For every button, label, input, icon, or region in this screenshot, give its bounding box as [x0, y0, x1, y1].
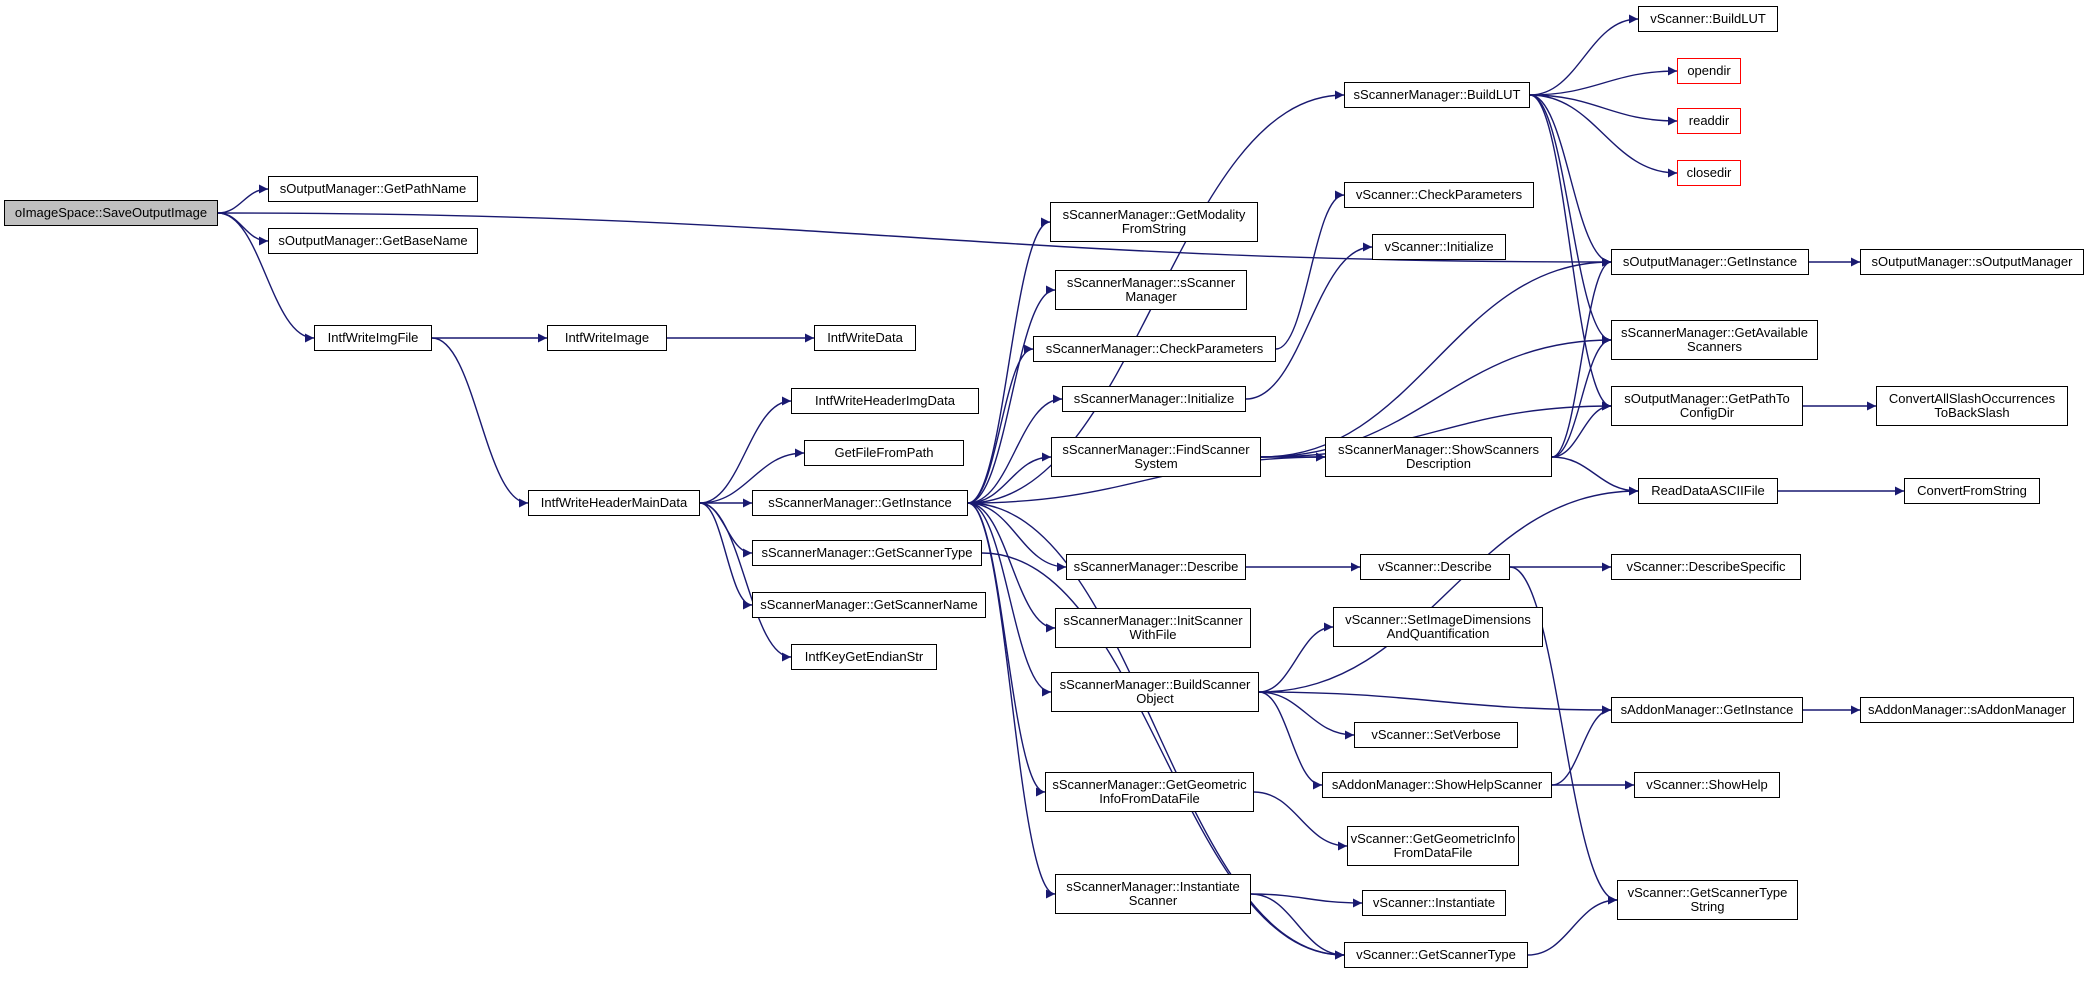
edge-sm-buildlut-to-om-getpathto [1529, 94, 1612, 411]
node-vs-initialize[interactable]: vScanner::Initialize [1372, 234, 1506, 260]
edge-intfwriteheadermaindata-to-intfwriteheaderimgdata [699, 396, 792, 504]
node-getfilefrompath[interactable]: GetFileFromPath [804, 440, 964, 466]
node-root: oImageSpace::SaveOutputImage [4, 200, 218, 226]
edge-sm-buildscanner-to-am-getinstance [1258, 691, 1612, 715]
node-vs-getgeometric[interactable]: vScanner::GetGeometricInfo FromDataFile [1347, 826, 1519, 866]
edge-intfwriteheadermaindata-to-intfkeygetendianstr [699, 502, 792, 662]
edge-sm-buildlut-to-closedir [1529, 94, 1678, 178]
node-vs-describespecific[interactable]: vScanner::DescribeSpecific [1611, 554, 1801, 580]
node-sm-describe[interactable]: sScannerManager::Describe [1066, 554, 1246, 580]
edge-sm-instantiate-to-vs-getscannertype [1250, 893, 1345, 960]
node-intfwriteimgfile[interactable]: IntfWriteImgFile [314, 325, 432, 351]
node-vs-buildlut[interactable]: vScanner::BuildLUT [1638, 6, 1778, 32]
node-sm-buildscanner[interactable]: sScannerManager::BuildScanner Object [1051, 672, 1259, 712]
node-am-getinstance[interactable]: sAddonManager::GetInstance [1611, 697, 1803, 723]
edge-root-to-om-getpathname [217, 184, 269, 214]
edge-sm-buildlut-to-om-getinstance [1529, 94, 1612, 267]
edge-root-to-om-getinstance [217, 212, 1612, 267]
node-sm-buildlut[interactable]: sScannerManager::BuildLUT [1344, 82, 1530, 108]
node-om-getpathto[interactable]: sOutputManager::GetPathTo ConfigDir [1611, 386, 1803, 426]
node-convertallslash[interactable]: ConvertAllSlashOccurrences ToBackSlash [1876, 386, 2068, 426]
node-vs-describe[interactable]: vScanner::Describe [1360, 554, 1510, 580]
edge-sm-getinstance-to-sm-getmodality [967, 217, 1051, 504]
node-intfwriteheaderimgdata[interactable]: IntfWriteHeaderImgData [791, 388, 979, 414]
node-vs-setimagedims[interactable]: vScanner::SetImageDimensions AndQuantifi… [1333, 607, 1543, 647]
edge-sm-getinstance-to-sm-checkparams [967, 344, 1034, 504]
edge-sm-buildscanner-to-am-showhelpscanner [1258, 691, 1323, 790]
edge-sm-initialize-to-vs-initialize [1245, 242, 1373, 400]
edge-sm-getgeometric-to-vs-getgeometric [1253, 791, 1348, 851]
edge-sm-getscannertype-to-vs-getscannertype [981, 552, 1345, 960]
edge-sm-getinstance-to-sm-describe [967, 502, 1067, 572]
node-closedir[interactable]: closedir [1677, 160, 1741, 186]
node-sm-getscannertype[interactable]: sScannerManager::GetScannerType [752, 540, 982, 566]
node-sm-ctor[interactable]: sScannerManager::sScanner Manager [1055, 270, 1247, 310]
node-intfwritedata[interactable]: IntfWriteData [814, 325, 916, 351]
edge-sm-instantiate-to-vs-instantiate [1250, 893, 1363, 908]
node-intfwriteimage[interactable]: IntfWriteImage [547, 325, 667, 351]
node-intfwriteheadermaindata[interactable]: IntfWriteHeaderMainData [528, 490, 700, 516]
edge-sm-checkparams-to-vs-checkparams [1275, 190, 1345, 350]
edge-sm-getinstance-to-sm-ctor [967, 285, 1056, 504]
edge-root-to-intfwriteimgfile [217, 212, 315, 343]
edge-intfwriteheadermaindata-to-sm-getscannername [699, 502, 753, 610]
edge-sm-buildscanner-to-vs-setimagedims [1258, 622, 1334, 693]
node-sm-getavailable[interactable]: sScannerManager::GetAvailable Scanners [1611, 320, 1818, 360]
node-sm-checkparams[interactable]: sScannerManager::CheckParameters [1033, 336, 1276, 362]
edge-sm-showscanners-to-om-getinstance [1551, 257, 1612, 458]
node-sm-findscanner[interactable]: sScannerManager::FindScanner System [1051, 437, 1261, 477]
edge-sm-getinstance-to-sm-instantiate [967, 502, 1056, 899]
node-sm-showscanners[interactable]: sScannerManager::ShowScanners Descriptio… [1325, 437, 1552, 477]
node-vs-checkparams[interactable]: vScanner::CheckParameters [1344, 182, 1534, 208]
node-sm-instantiate[interactable]: sScannerManager::Instantiate Scanner [1055, 874, 1251, 914]
node-sm-getscannername[interactable]: sScannerManager::GetScannerName [752, 592, 986, 618]
edge-sm-showscanners-to-sm-getavailable [1551, 335, 1612, 458]
node-am-ctor[interactable]: sAddonManager::sAddonManager [1860, 697, 2074, 723]
node-om-getinstance[interactable]: sOutputManager::GetInstance [1611, 249, 1809, 275]
edge-sm-buildscanner-to-vs-setverbose [1258, 691, 1355, 740]
node-readdir[interactable]: readdir [1677, 108, 1741, 134]
edge-vs-getscannertype-to-vs-getscannertypestring [1527, 895, 1618, 956]
node-sm-getgeometric[interactable]: sScannerManager::GetGeometric InfoFromDa… [1045, 772, 1254, 812]
node-sm-initialize[interactable]: sScannerManager::Initialize [1062, 386, 1246, 412]
edge-sm-getinstance-to-sm-initialize [967, 394, 1063, 504]
node-intfkeygetendianstr[interactable]: IntfKeyGetEndianStr [791, 644, 937, 670]
node-am-showhelpscanner[interactable]: sAddonManager::ShowHelpScanner [1322, 772, 1552, 798]
node-sm-getmodality[interactable]: sScannerManager::GetModality FromString [1050, 202, 1258, 242]
edge-sm-buildlut-to-sm-getavailable [1529, 94, 1612, 345]
node-om-getbasename[interactable]: sOutputManager::GetBaseName [268, 228, 478, 254]
edge-sm-showscanners-to-readdataascii [1551, 456, 1639, 496]
edge-intfwriteimgfile-to-intfwriteheadermaindata [431, 337, 529, 508]
node-vs-getscannertypestring[interactable]: vScanner::GetScannerType String [1617, 880, 1798, 920]
edge-sm-getinstance-to-sm-showscanners [967, 452, 1326, 504]
edge-sm-buildlut-to-opendir [1529, 66, 1678, 96]
node-opendir[interactable]: opendir [1677, 58, 1741, 84]
edge-sm-getinstance-to-sm-findscanner [967, 452, 1052, 504]
edge-sm-findscanner-to-om-getinstance [1260, 257, 1612, 458]
node-vs-instantiate[interactable]: vScanner::Instantiate [1362, 890, 1506, 916]
node-vs-getscannertype[interactable]: vScanner::GetScannerType [1344, 942, 1528, 968]
edge-sm-getinstance-to-sm-initscanner [967, 502, 1056, 633]
node-om-getpathname[interactable]: sOutputManager::GetPathName [268, 176, 478, 202]
node-vs-setverbose[interactable]: vScanner::SetVerbose [1354, 722, 1518, 748]
edge-sm-buildlut-to-readdir [1529, 94, 1678, 126]
edge-sm-showscanners-to-om-getpathto [1551, 401, 1612, 458]
node-vs-showhelp[interactable]: vScanner::ShowHelp [1634, 772, 1780, 798]
edge-sm-buildscanner-to-readdataascii [1258, 486, 1639, 693]
edge-root-to-om-getbasename [217, 212, 269, 246]
edge-sm-findscanner-to-sm-getavailable [1260, 335, 1612, 458]
edge-intfwriteheadermaindata-to-getfilefrompath [699, 448, 805, 504]
edge-sm-buildlut-to-vs-buildlut [1529, 14, 1639, 96]
edge-am-showhelpscanner-to-am-getinstance [1551, 705, 1612, 786]
edge-sm-getinstance-to-sm-buildscanner [967, 502, 1052, 697]
node-om-ctor[interactable]: sOutputManager::sOutputManager [1860, 249, 2084, 275]
node-sm-getinstance[interactable]: sScannerManager::GetInstance [752, 490, 968, 516]
node-sm-initscanner[interactable]: sScannerManager::InitScanner WithFile [1055, 608, 1251, 648]
node-readdataascii[interactable]: ReadDataASCIIFile [1638, 478, 1778, 504]
edge-vs-describe-to-vs-getscannertypestring [1509, 566, 1618, 905]
node-convertfromstring[interactable]: ConvertFromString [1904, 478, 2040, 504]
